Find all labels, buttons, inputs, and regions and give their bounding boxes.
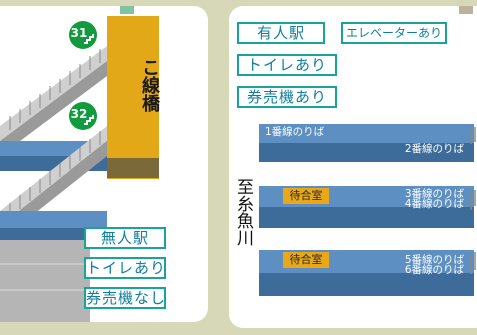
platform-1-label: 1番線のりば: [265, 126, 325, 138]
overpass-bridge-label: こ線橋: [139, 58, 160, 112]
platform-5-6: 待合室 5番線のりば 6番線のりば: [259, 250, 474, 296]
feature-toilet-available-right: トイレあり: [237, 54, 337, 76]
stair-number-32: 32: [71, 107, 88, 121]
feature-ticket-machine-available: 券売機あり: [237, 86, 337, 108]
overpass-bridge: こ線橋: [107, 16, 160, 179]
stair-number-32-icon: 32: [69, 102, 97, 130]
feature-unstaffed-station: 無人駅: [84, 227, 166, 249]
platform-3-4: 待合室 3番線のりば 4番線のりば: [259, 186, 474, 228]
waiting-room-platform-3-4: 待合室: [283, 188, 329, 204]
platform-2-label: 2番線のりば: [404, 143, 464, 155]
platform-5-6-label: 5番線のりば 6番線のりば: [404, 254, 464, 276]
connector-notch: [120, 6, 134, 14]
feature-toilet-available: トイレあり: [84, 257, 167, 279]
platform-3-4-label: 3番線のりば 4番線のりば: [404, 188, 464, 210]
right-edge-stairs: [470, 127, 476, 274]
right-station-panel: 有人駅 エレベーターあり トイレあり 券売機あり 至糸魚川 1番線のりば 2番線…: [229, 6, 477, 328]
feature-elevator-available: エレベーターあり: [341, 22, 447, 44]
feature-staffed-station: 有人駅: [237, 22, 325, 44]
feature-no-ticket-machine: 券売機なし: [84, 287, 167, 309]
left-station-panel: 31 32 こ線橋 無人駅 トイレあり 券売機なし: [0, 6, 208, 322]
stairs-illustration: [0, 46, 107, 322]
destination-itoigawa: 至糸魚川: [233, 178, 253, 246]
overpass-bridge-base: [107, 158, 159, 178]
waiting-room-platform-5-6: 待合室: [283, 252, 329, 268]
stair-number-31-icon: 31: [69, 21, 97, 49]
platform-1-2: 1番線のりば 2番線のりば: [259, 124, 474, 162]
connector-notch-right: [459, 6, 473, 14]
stair-number-31: 31: [71, 26, 88, 40]
